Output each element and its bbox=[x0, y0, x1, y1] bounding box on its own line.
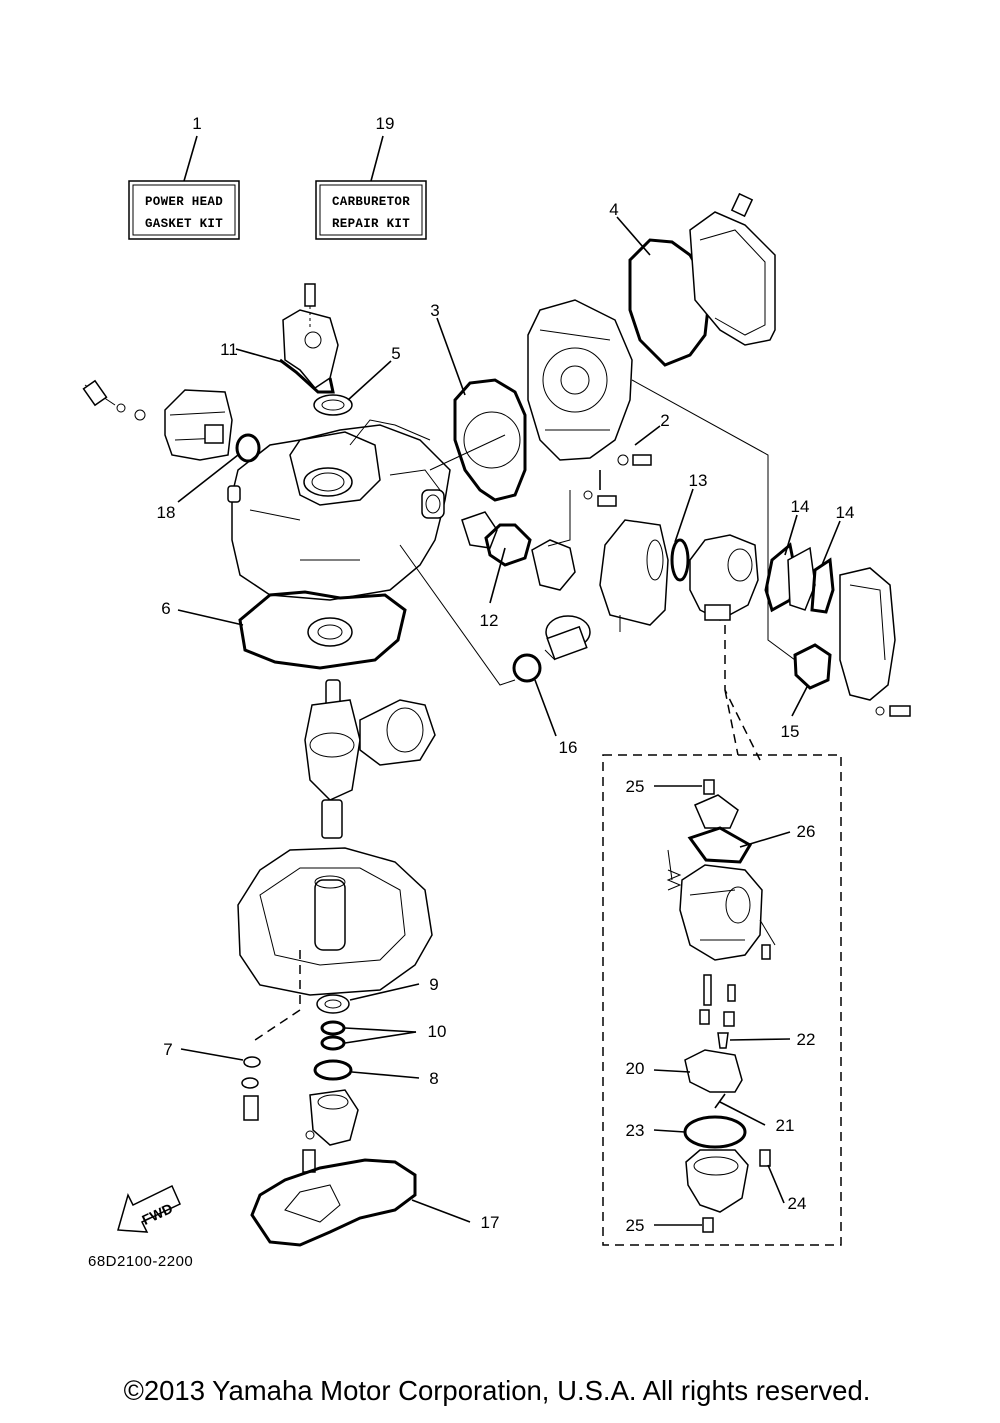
anode-housing bbox=[461, 490, 617, 591]
plate-14 bbox=[787, 546, 816, 611]
leader-lines bbox=[177, 216, 841, 1226]
diagram-code: 68D2100-2200 bbox=[88, 1253, 193, 1270]
cylinder-head bbox=[527, 299, 652, 466]
callout-5: 5 bbox=[391, 344, 400, 363]
callout-23: 23 bbox=[626, 1121, 645, 1140]
pump-housing bbox=[302, 1089, 359, 1173]
kit-label-line2: GASKET KIT bbox=[145, 217, 223, 231]
intake-silencer bbox=[839, 567, 911, 717]
fwd-arrow: FWD bbox=[117, 1184, 181, 1233]
oil-seal-5 bbox=[313, 394, 353, 416]
callout-10: 10 bbox=[428, 1022, 447, 1041]
cover-plate-11 bbox=[279, 283, 339, 394]
callout-14a: 14 bbox=[791, 497, 810, 516]
callout-3: 3 bbox=[430, 301, 439, 320]
gasket-14b bbox=[810, 557, 835, 614]
kit-box-power-head[interactable]: 1 POWER HEAD GASKET KIT bbox=[128, 114, 240, 240]
intake-manifold bbox=[599, 519, 669, 632]
seal-10a bbox=[320, 1020, 346, 1036]
crankshaft-piston bbox=[304, 679, 436, 839]
seal-9 bbox=[316, 994, 350, 1014]
callout-2: 2 bbox=[660, 411, 669, 430]
callout-12: 12 bbox=[480, 611, 499, 630]
callout-18: 18 bbox=[157, 503, 176, 522]
callout-numbers: 4 3 11 5 2 13 14 14 18 6 12 15 16 25 26 … bbox=[157, 200, 855, 1235]
kit-label-line1: POWER HEAD bbox=[145, 195, 223, 209]
callout-20: 20 bbox=[626, 1059, 645, 1078]
callout-16: 16 bbox=[559, 738, 578, 757]
callout-8: 8 bbox=[429, 1069, 438, 1088]
copyright-notice: ©2013 Yamaha Motor Corporation, U.S.A. A… bbox=[124, 1375, 871, 1406]
callout-25b: 25 bbox=[626, 1216, 645, 1235]
callout-17: 17 bbox=[481, 1213, 500, 1232]
kit-box-carburetor[interactable]: 19 CARBURETOR REPAIR KIT bbox=[315, 114, 427, 240]
callout-14b: 14 bbox=[836, 503, 855, 522]
kit-label-line2: REPAIR KIT bbox=[332, 217, 410, 231]
washer-7 bbox=[241, 1056, 261, 1121]
callout-21: 21 bbox=[776, 1116, 795, 1135]
callout-1: 1 bbox=[192, 114, 201, 133]
gasket-17 bbox=[250, 1158, 417, 1247]
callout-4: 4 bbox=[609, 200, 618, 219]
callout-7: 7 bbox=[163, 1040, 172, 1059]
callout-13: 13 bbox=[689, 471, 708, 490]
kit-label-line1: CARBURETOR bbox=[332, 195, 410, 209]
o-ring-18 bbox=[235, 433, 261, 463]
o-ring-13 bbox=[670, 538, 690, 582]
head-cover bbox=[689, 192, 776, 346]
callout-19: 19 bbox=[376, 114, 395, 133]
seal-10b bbox=[320, 1035, 346, 1051]
callout-26: 26 bbox=[797, 822, 816, 841]
o-ring-16 bbox=[512, 653, 542, 683]
o-ring-8 bbox=[313, 1059, 353, 1081]
gasket-15 bbox=[793, 643, 832, 690]
fuel-pump-left bbox=[82, 379, 233, 461]
callout-25a: 25 bbox=[626, 777, 645, 796]
gasket-6 bbox=[238, 590, 407, 670]
carburetor-detail-parts bbox=[666, 779, 776, 1233]
callout-9: 9 bbox=[429, 975, 438, 994]
callout-15: 15 bbox=[781, 722, 800, 741]
cylinder-block bbox=[227, 419, 451, 601]
carburetor-detail-box bbox=[602, 625, 842, 1246]
callout-11: 11 bbox=[220, 340, 238, 359]
gasket-12 bbox=[484, 523, 532, 567]
bearing bbox=[307, 617, 353, 647]
crankcase-lower bbox=[237, 847, 433, 1041]
thermostat-cap bbox=[544, 615, 591, 661]
gasket-3 bbox=[453, 378, 527, 502]
gasket-4 bbox=[628, 238, 712, 367]
callout-22: 22 bbox=[797, 1030, 816, 1049]
callout-6: 6 bbox=[161, 599, 170, 618]
callout-24: 24 bbox=[788, 1194, 807, 1213]
carburetor bbox=[689, 534, 759, 621]
